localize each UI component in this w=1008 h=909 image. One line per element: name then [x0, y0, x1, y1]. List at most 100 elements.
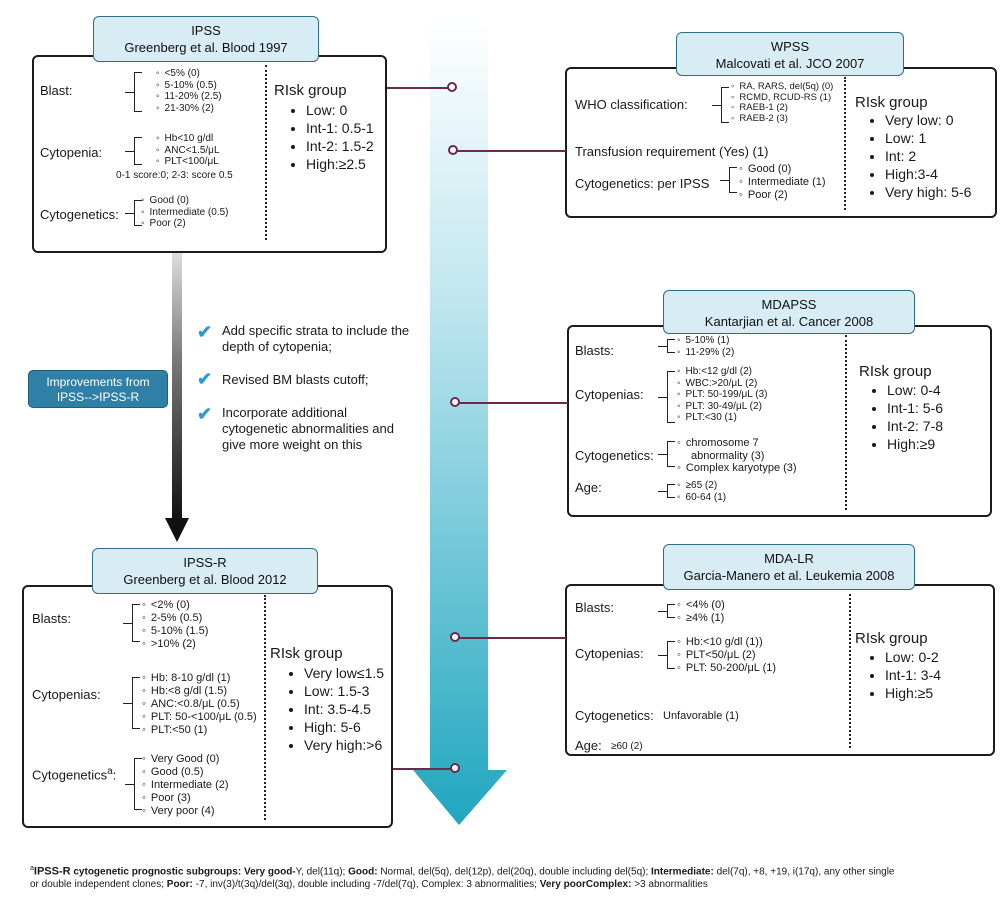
- mdapss-risk-list: Low: 0-4 Int-1: 5-6 Int-2: 7-8 High:≥9: [869, 381, 943, 453]
- check-icon: ✔: [197, 369, 213, 389]
- mdalr-cyto-list: Hb:<10 g/dl (1)) PLT<50/μL (2) PLT: 50-2…: [677, 636, 776, 675]
- risk-item: High:≥9: [887, 435, 943, 453]
- mdalr-cytogenetics-label: Cytogenetics:: [575, 708, 654, 723]
- divider: [845, 335, 847, 510]
- risk-item: Int-1: 0.5-1: [306, 119, 374, 137]
- mdapss-citation: Kantarjian et al. Cancer 2008: [704, 314, 874, 329]
- mdalr-risk-heading: RIsk group: [855, 630, 928, 647]
- mdapss-title: MDAPSS: [761, 297, 817, 312]
- mdalr-age-value: ≥60 (2): [611, 741, 643, 752]
- ipssr-box: Blasts: <2% (0) 2-5% (0.5) 5-10% (1.5) >…: [22, 585, 393, 828]
- ipssr-blast-brace: [123, 604, 140, 642]
- mdapss-cg-list: chromosome 7 abnormality (3) Complex kar…: [677, 437, 797, 475]
- risk-item: Int: 3.5-4.5: [304, 700, 384, 718]
- footnote: aIPSS-R cytogenetic prognostic subgroups…: [30, 862, 1000, 891]
- ipssr-cg-brace: [125, 758, 142, 810]
- wpss-box: WHO classification: RA, RARS, del(5q) (0…: [565, 67, 997, 218]
- ipss-box: Blast: <5% (0) 5-10% (0.5) 11-20% (2.5) …: [32, 55, 387, 253]
- mdapss-cytogenetics-label: Cytogenetics:: [575, 448, 654, 463]
- list-item: ANC<1.5/μL: [156, 145, 220, 157]
- wpss-title: WPSS: [770, 39, 810, 54]
- timeline-dot: [450, 632, 460, 642]
- wpss-cytogenetics-label: Cytogenetics: per IPSS: [575, 176, 710, 191]
- list-item: 5-10% (0.5): [156, 80, 222, 92]
- risk-item: Int-2: 7-8: [887, 417, 943, 435]
- ipss-cyto-list: Hb<10 g/dl ANC<1.5/μL PLT<100/μL: [156, 133, 220, 168]
- mdapss-blast-list: 5-10% (1) 11-29% (2): [677, 335, 735, 358]
- list-item: >10% (2): [142, 638, 208, 651]
- ipss-cytopenia-label: Cytopenia:: [40, 145, 103, 160]
- risk-item: Low: 0: [306, 101, 374, 119]
- list-item: Poor (2): [141, 218, 228, 230]
- mdapss-age-brace: [658, 484, 675, 498]
- mdapss-risk-heading: RIsk group: [859, 363, 932, 380]
- list-item: RAEB-2 (3): [731, 113, 833, 125]
- mdalr-blast-list: <4% (0) ≥4% (1): [677, 599, 725, 625]
- fn-poor: -7, inv(3)/t(3q)/del(3q), double includi…: [195, 879, 540, 891]
- list-item: Poor (3): [142, 792, 229, 805]
- list-item: RA, RARS, del(5q) (0): [731, 81, 833, 93]
- ipssr-cytopenia-label: Cytopenias:: [32, 687, 101, 702]
- mdalr-cyto-brace: [658, 641, 675, 669]
- check-icon: ✔: [197, 404, 213, 424]
- mdalr-title-tab: MDA-LR Garcia-Manero et al. Leukemia 200…: [663, 544, 915, 590]
- list-item: PLT<50/μL (2): [677, 649, 776, 662]
- mdapss-cg-brace: [658, 441, 675, 467]
- list-item: Good (0): [739, 163, 826, 176]
- ipssr-risk-list: Very low≤1.5 Low: 1.5-3 Int: 3.5-4.5 Hig…: [286, 664, 384, 754]
- timeline-dot: [450, 397, 460, 407]
- mdalr-age-label: Age:: [575, 738, 602, 753]
- ipssr-cg-text: Cytogenetics: [32, 767, 108, 783]
- list-item: RCMD, RCUD-RS (1): [731, 92, 833, 104]
- list-item: Very Good (0): [142, 753, 229, 766]
- divider: [265, 65, 267, 240]
- ipss-cyto-brace: [125, 137, 142, 165]
- fn-int: del(7q), +8, +19, i(17q), any other sing…: [716, 866, 895, 878]
- ipss-title-tab: IPSS Greenberg et al. Blood 1997: [93, 16, 319, 62]
- list-item: WBC:>20/μL (2): [677, 378, 767, 390]
- risk-item: Low: 1.5-3: [304, 682, 384, 700]
- improvement-item: Add specific strata to include the depth…: [222, 323, 410, 354]
- risk-item: Low: 0-4: [887, 381, 943, 399]
- mdapss-blast-label: Blasts:: [575, 343, 615, 358]
- mdapss-age-label: Age:: [575, 480, 602, 495]
- check-icon: ✔: [197, 322, 213, 342]
- connector-mdalr: [456, 637, 566, 639]
- list-item: <4% (0): [677, 599, 725, 612]
- list-item: Hb:<12 g/dl (2): [677, 366, 767, 378]
- fn-good: Normal, del(5q), del(12p), del(20q), dou…: [380, 866, 652, 878]
- fn-line2: or double independent clones;: [30, 879, 167, 891]
- mdalr-cytopenia-label: Cytopenias:: [575, 646, 644, 661]
- mdapss-age-list: ≥65 (2) 60-64 (1): [677, 480, 727, 503]
- footnote-marker: a: [107, 766, 113, 777]
- list-item: PLT: 50-<100/μL (0.5): [142, 711, 257, 724]
- footnote-lead-rest: cytogenetic prognostic subgroups:: [70, 866, 244, 878]
- list-item: PLT: 30-49/μL (2): [677, 401, 767, 413]
- list-item: RAEB-1 (2): [731, 102, 833, 114]
- wpss-risk-heading: RIsk group: [855, 94, 928, 111]
- mdalr-blast-label: Blasts:: [575, 600, 615, 615]
- ipss-blast-brace: [125, 72, 142, 112]
- list-item: Complex karyotype (3): [677, 462, 797, 475]
- list-item: chromosome 7: [677, 437, 797, 450]
- risk-item: High:≥2.5: [306, 155, 374, 173]
- colon: :: [112, 767, 117, 783]
- mdalr-box: Blasts: <4% (0) ≥4% (1) Cytopenias: Hb:<…: [565, 584, 995, 756]
- fn-int-label: Intermediate:: [651, 866, 717, 878]
- timeline-dot: [447, 82, 457, 92]
- mdapss-cytopenia-label: Cytopenias:: [575, 387, 644, 402]
- ipssr-risk-heading: RIsk group: [270, 645, 343, 662]
- ipss-cytogenetics-label: Cytogenetics:: [40, 207, 119, 222]
- ipssr-cytogenetics-label: Cytogeneticsa:: [32, 766, 116, 782]
- risk-item: Low: 1: [885, 129, 971, 147]
- list-item: Hb<10 g/dl: [156, 133, 220, 145]
- ipss-cg-list: Good (0) Intermediate (0.5) Poor (2): [141, 195, 229, 230]
- footnote-lead: IPSS-R: [33, 865, 71, 878]
- list-item: ≥65 (2): [677, 480, 726, 492]
- wpss-who-brace: [712, 87, 729, 123]
- list-item: 21-30% (2): [156, 103, 222, 115]
- fn-very-poor-label: Very poorComplex:: [539, 879, 635, 891]
- list-item: PLT: 50-200/μL (1): [677, 662, 776, 675]
- list-item: Hb: 8-10 g/dl (1): [142, 672, 257, 685]
- connector-ipssr: [393, 768, 453, 770]
